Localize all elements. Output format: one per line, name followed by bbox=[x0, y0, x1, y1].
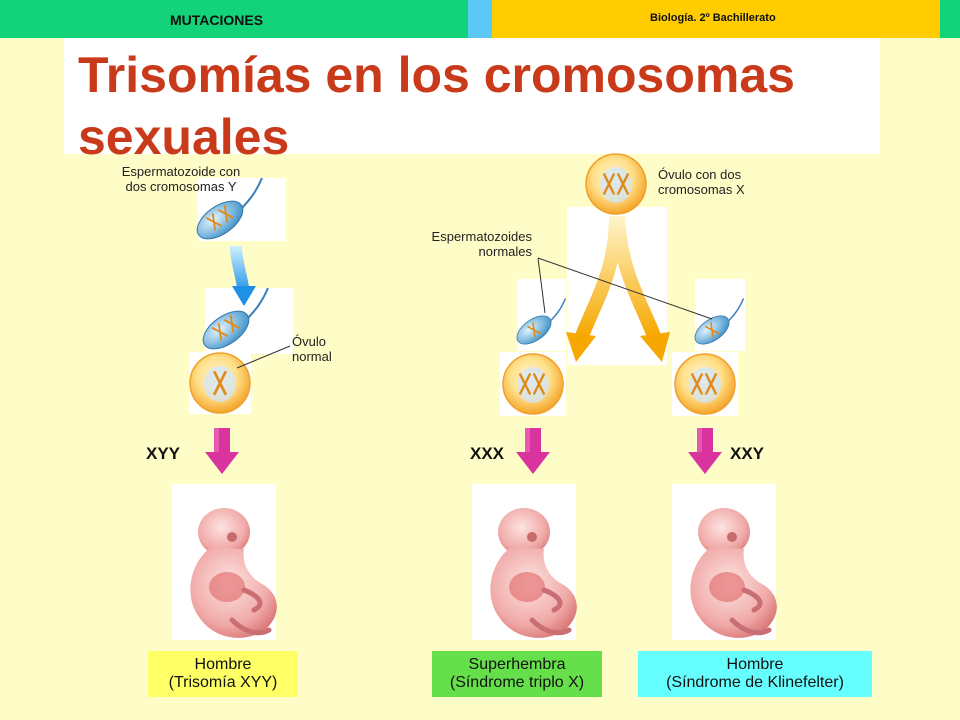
sperm-pointer-line-right bbox=[537, 257, 713, 320]
course-label: Biología. 2º Bachillerato bbox=[650, 12, 776, 24]
ovum-pointer-line bbox=[236, 345, 291, 369]
yellow-arrowhead-right-icon bbox=[640, 332, 670, 362]
down-arrow-icon-xxy bbox=[688, 428, 722, 474]
normal-ovum-label-line-2: normal bbox=[292, 349, 332, 364]
yellow-arrowhead-left-icon bbox=[566, 332, 596, 362]
result-box-xxy: Hombre (Síndrome de Klinefelter) bbox=[638, 651, 872, 697]
genotype-xyy: XYY bbox=[146, 444, 181, 463]
sperm-two-y-label-line-2: dos cromosomas Y bbox=[125, 179, 237, 194]
result-box-xxx: Superhembra (Síndrome triplo X) bbox=[432, 651, 602, 697]
page-title: Trisomías en los cromosomas sexuales bbox=[78, 47, 795, 165]
normal-sperm-label-line-1: Espermatozoides bbox=[431, 229, 532, 244]
result-box-xyy: Hombre (Trisomía XYY) bbox=[148, 651, 298, 697]
result-xyy-line-1: Hombre bbox=[194, 656, 252, 673]
down-arrow-icon-xyy bbox=[205, 428, 239, 474]
blue-arrowhead-icon bbox=[232, 286, 256, 306]
result-xxy-line-1: Hombre bbox=[726, 656, 784, 673]
ovum-cell-icon-xxx bbox=[502, 353, 564, 415]
ovum-cell-icon-normal bbox=[189, 352, 251, 414]
ovum-two-x-label-line-2: cromosomas X bbox=[658, 182, 745, 197]
yellow-arrow-right-icon bbox=[611, 215, 661, 339]
header-band-yellow bbox=[492, 0, 940, 38]
result-xyy-line-2: (Trisomía XYY) bbox=[168, 674, 278, 691]
normal-sperm-label-line-2: normales bbox=[478, 244, 532, 259]
ovum-two-x-label: Óvulo con dos cromosomas X bbox=[658, 167, 745, 197]
result-xxy-line-2: (Síndrome de Klinefelter) bbox=[666, 674, 844, 691]
result-xxx-line-2: (Síndrome triplo X) bbox=[449, 674, 585, 691]
sperm-pointer-line-left bbox=[537, 257, 546, 314]
sperm-two-y-label-line-1: Espermatozoide con bbox=[121, 164, 241, 179]
result-xxx-line-1: Superhembra bbox=[468, 656, 566, 673]
header-band-green-right bbox=[940, 0, 960, 38]
normal-ovum-label-line-1: Óvulo bbox=[292, 334, 326, 349]
genotype-xxy: XXY bbox=[730, 444, 765, 463]
genotype-xxx: XXX bbox=[470, 444, 505, 463]
topic-label: MUTACIONES bbox=[170, 12, 264, 28]
title-background bbox=[64, 38, 880, 154]
header-band-blue bbox=[468, 0, 492, 38]
down-arrow-icon-xxx bbox=[516, 428, 550, 474]
ovum-cell-icon-xxy bbox=[674, 353, 736, 415]
sperm-two-y-label: Espermatozoide con dos cromosomas Y bbox=[106, 164, 256, 194]
normal-ovum-label: Óvulo normal bbox=[292, 334, 332, 364]
normal-sperm-label: Espermatozoides normales bbox=[396, 229, 532, 259]
ovum-two-x-label-line-1: Óvulo con dos bbox=[658, 167, 742, 182]
header-band-green bbox=[0, 0, 468, 38]
